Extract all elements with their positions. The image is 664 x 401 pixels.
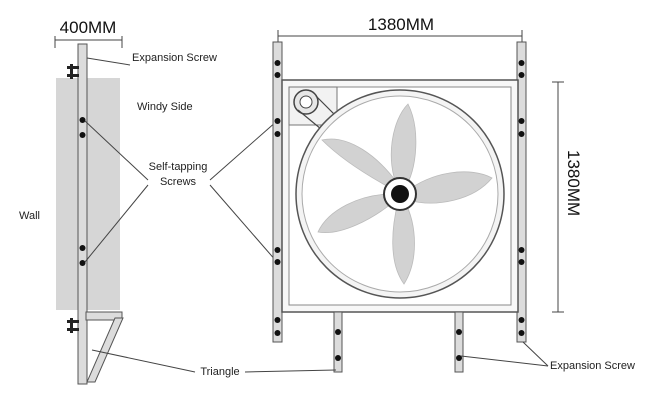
height-dimension: 1380MM [552, 81, 583, 313]
windy-side-label: Windy Side [137, 101, 193, 113]
front-leg-screws [335, 329, 462, 361]
self-tapping-leaders [84, 120, 278, 263]
expansion-screw-top-leader [86, 57, 131, 66]
expansion-bolt-bottom-left [67, 318, 79, 333]
fan-hub-center [391, 185, 409, 203]
triangle-leader-left [91, 349, 196, 373]
width-label: 1380MM [368, 15, 434, 34]
self-tapping-label-2: Screws [160, 176, 197, 188]
wall [56, 78, 120, 310]
triangle-leader-right [244, 369, 337, 373]
front-leg-left [333, 311, 343, 373]
front-leg-right [454, 311, 464, 373]
expansion-screw-bottom-leaders [460, 341, 549, 367]
wall-depth-dimension: 400MM [54, 18, 123, 48]
front-rail-screws [274, 60, 525, 336]
wall-depth-label: 400MM [60, 18, 117, 37]
fan-blades [317, 103, 493, 285]
side-rail [77, 43, 88, 385]
expansion-bolt-top-left [67, 64, 79, 79]
self-tapping-label-1: Self-tapping [149, 161, 208, 173]
triangle-bracket [85, 311, 124, 383]
triangle-label: Triangle [200, 366, 239, 378]
front-left-rail [272, 41, 283, 343]
side-rail-screws [79, 117, 86, 266]
wall-label: Wall [19, 210, 40, 222]
expansion-screw-bottom-label: Expansion Screw [550, 360, 635, 372]
expansion-screw-top-label: Expansion Screw [132, 52, 217, 64]
height-label: 1380MM [564, 150, 583, 216]
width-dimension: 1380MM [277, 15, 523, 42]
